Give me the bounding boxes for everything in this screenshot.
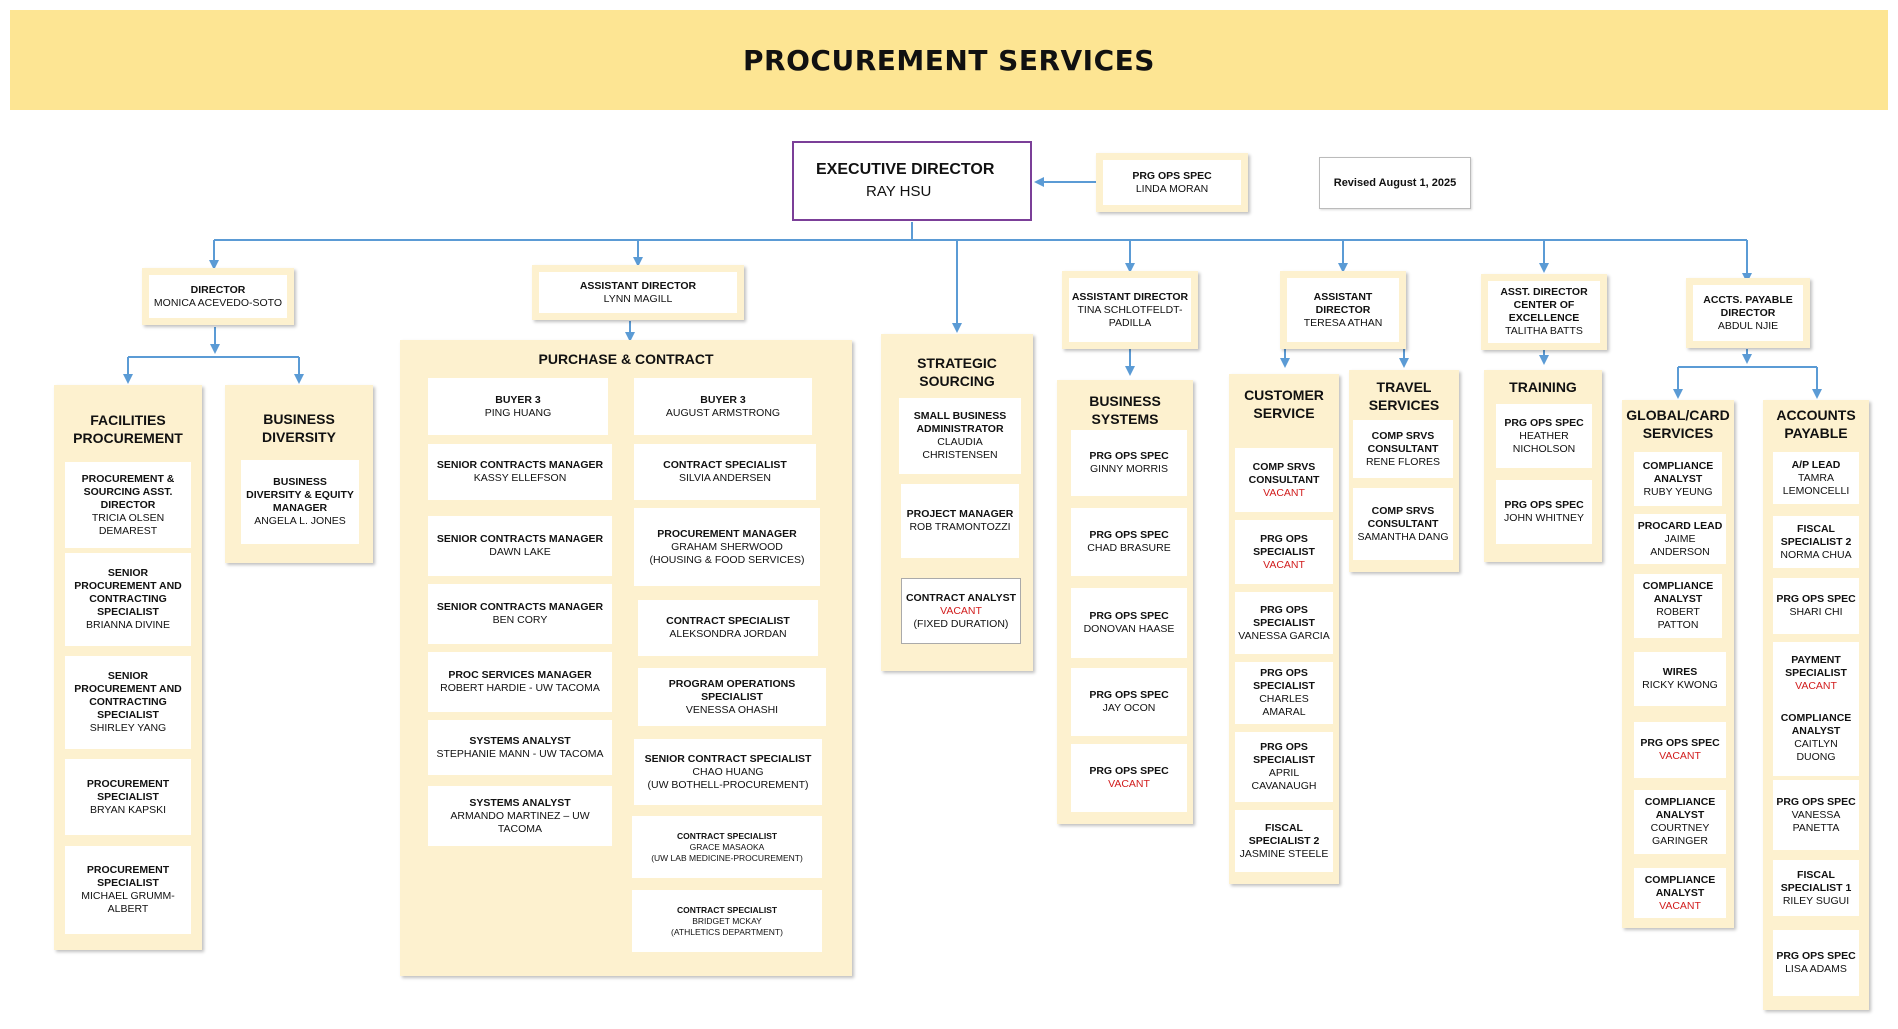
executive-name: RAY HSU [866,183,932,200]
strategic-sourcing-panel: STRATEGIC SOURCING SMALL BUSINESS ADMINI… [881,334,1033,671]
facilities-procurement-title: FACILITIES PROCUREMENT [73,412,183,446]
facilities-procurement-panel: FACILITIES PROCUREMENT PROCUREMENT & SOU… [54,385,202,950]
business-diversity-panel: BUSINESS DIVERSITY BUSINESS DIVERSITY & … [225,385,373,563]
travel-services-title: TRAVEL SERVICES [1368,379,1440,413]
training-title: TRAINING [1509,379,1577,395]
exec-assistant-card: PRG OPS SPEC LINDA MORAN [1096,153,1248,212]
facilities-card: SENIOR PROCUREMENT AND CONTRACTING SPECI… [65,553,191,646]
facilities-card: SENIOR PROCUREMENT AND CONTRACTING SPECI… [65,656,191,749]
strategic-sourcing-title: STRATEGIC SOURCING [917,355,997,389]
purchase-contract-title: PURCHASE & CONTRACT [538,351,714,367]
revised-date: Revised August 1, 2025 [1319,157,1471,209]
executive-director-box: EXECUTIVE DIRECTOR RAY HSU [792,141,1032,221]
customer-service-title: CUSTOMER SERVICE [1244,387,1324,421]
business-systems-title: BUSINESS SYSTEMS [1089,393,1161,427]
business-diversity-title: BUSINESS DIVERSITY [262,411,336,445]
global-card-title: GLOBAL/CARD SERVICES [1626,407,1730,441]
executive-title: EXECUTIVE DIRECTOR [816,161,995,178]
page-title: PROCUREMENT SERVICES [10,10,1888,110]
accounts-payable-title: ACCOUNTS PAYABLE [1776,407,1856,441]
